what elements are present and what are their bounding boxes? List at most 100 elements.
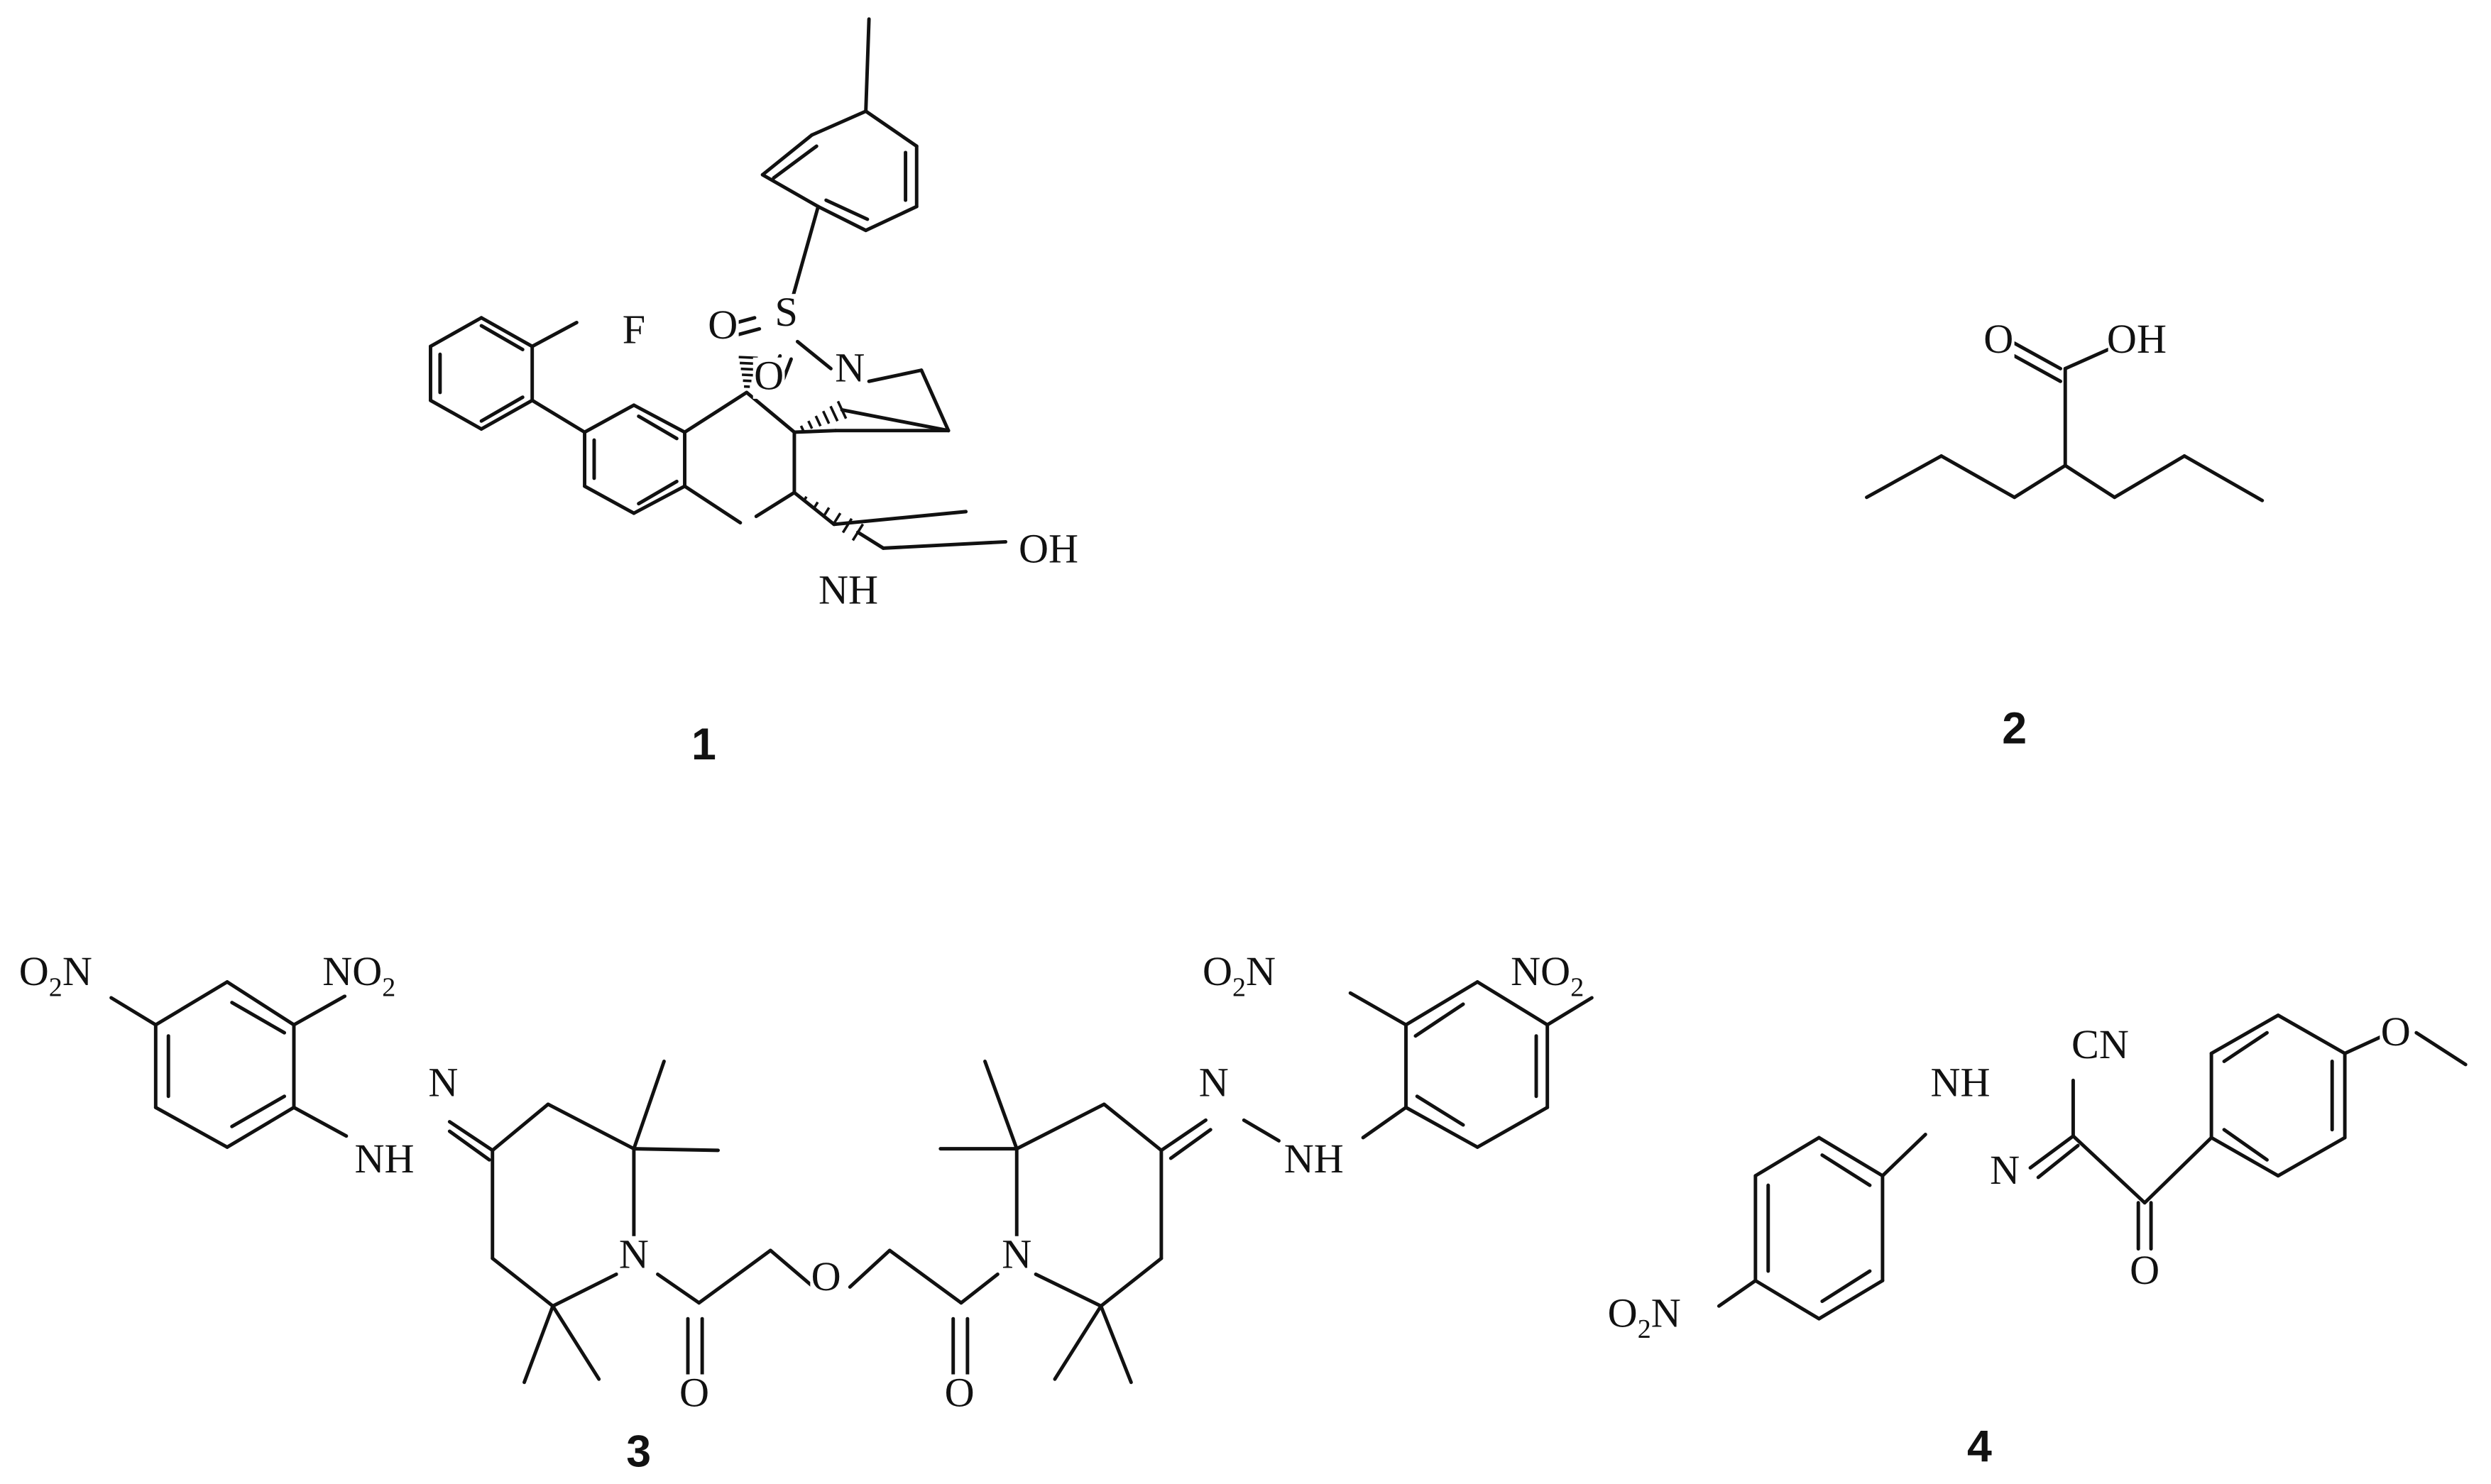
bond-line — [1168, 1128, 1212, 1160]
bond-line — [637, 479, 679, 506]
atom-label-mask — [706, 307, 739, 348]
bond-line — [1753, 1278, 1821, 1321]
bond-line — [1159, 1118, 1208, 1153]
bond-line — [959, 1273, 1000, 1305]
bond-line — [632, 1060, 666, 1151]
bond-line — [2013, 354, 2062, 383]
bond-line — [292, 1105, 349, 1138]
bond-line — [1415, 1094, 1465, 1127]
bond-line — [754, 490, 796, 519]
bond-line — [530, 398, 587, 434]
atom-label-mask — [752, 357, 785, 399]
bond-line — [2071, 1134, 2147, 1205]
hashed-wedge-stroke — [841, 517, 853, 534]
atom-label-mask — [1608, 1295, 1681, 1336]
atom-label: N — [428, 1060, 458, 1106]
bond-line — [491, 1102, 550, 1153]
bond-line — [1404, 1105, 1479, 1149]
bond-line — [1014, 1102, 1106, 1151]
bond-line — [1099, 1256, 1164, 1308]
bond-line — [1034, 1273, 1103, 1308]
hashed-wedge-stroke — [740, 367, 755, 371]
bond-line — [832, 510, 968, 527]
bond-line — [2276, 1136, 2347, 1178]
hashed-wedge-stroke — [802, 495, 808, 502]
atom-label-mask — [1982, 321, 2015, 363]
atom-label-mask — [618, 311, 650, 353]
atom-label-mask — [678, 1374, 711, 1416]
bond-line — [2276, 1013, 2347, 1055]
atom-label: NH — [819, 567, 878, 613]
bond-line — [683, 484, 743, 525]
compound-4-structure — [1717, 1013, 2468, 1321]
atom-label: CN — [2071, 1021, 2129, 1067]
atom-label: NO2 — [1511, 948, 1584, 1003]
bond-line — [429, 316, 483, 348]
bond-line — [230, 1001, 287, 1035]
atom-label: S — [775, 289, 798, 335]
bond-line — [479, 395, 525, 423]
atom-label: O — [811, 1253, 841, 1299]
bond-line — [2222, 1128, 2269, 1162]
atom-label: O — [2381, 1008, 2411, 1055]
atom-label: O — [708, 302, 738, 348]
atom-label: NH — [1284, 1136, 1344, 1182]
atom-label: OH — [1019, 526, 1078, 572]
compound-2-structure — [1865, 341, 2265, 502]
atom-label-mask — [1000, 1236, 1033, 1277]
bond-line — [292, 994, 347, 1027]
atom-label-mask — [1019, 530, 1078, 572]
bond-line — [153, 980, 229, 1027]
bond-line — [2209, 1136, 2280, 1178]
bond-line — [745, 390, 796, 434]
bond-line — [1865, 454, 1944, 500]
atom-label-mask — [356, 1141, 413, 1182]
bond-line — [546, 1102, 636, 1151]
hashed-wedge-stroke — [814, 415, 822, 427]
bond-line — [867, 368, 924, 383]
bond-line — [887, 1248, 963, 1305]
atom-label: N — [835, 344, 865, 390]
atom-label: O — [945, 1369, 975, 1415]
bond-line — [491, 1256, 555, 1308]
atom-label: N — [619, 1231, 649, 1277]
bond-line — [479, 316, 535, 348]
bond-line — [1053, 1304, 1103, 1381]
bond-line — [791, 204, 820, 299]
compound-label-3: 3 — [626, 1427, 651, 1476]
bond-line — [656, 1273, 701, 1305]
bond-line — [2036, 1143, 2080, 1180]
atom-label-mask — [770, 294, 803, 336]
bond-line — [1880, 1133, 1927, 1178]
bond-line — [447, 1129, 491, 1162]
atom-label: O2N — [1203, 948, 1276, 1003]
bond-line — [225, 980, 296, 1027]
bond-line — [479, 398, 535, 431]
bond-line — [1348, 991, 1408, 1027]
atom-label-mask — [2071, 1026, 2129, 1068]
bond-line — [109, 996, 158, 1027]
bond-line — [2222, 1030, 2269, 1063]
bond-line — [1242, 1118, 1281, 1143]
atom-label: O — [754, 352, 784, 398]
atom-label-mask — [943, 1374, 976, 1416]
bond-line — [2063, 463, 2117, 500]
bond-line — [632, 1147, 720, 1153]
compound-label-1: 1 — [691, 720, 716, 769]
atom-label: O — [2130, 1247, 2159, 1293]
hashed-wedge-stroke — [829, 405, 839, 422]
hashed-wedge-stroke — [799, 425, 805, 432]
hashed-wedge-stroke — [851, 523, 865, 542]
bond-line — [637, 414, 679, 441]
bond-line — [1361, 1105, 1408, 1140]
bond-line — [768, 1248, 816, 1289]
bond-line — [230, 1094, 287, 1128]
atom-label: O2N — [19, 948, 92, 1003]
bond-line — [792, 429, 838, 434]
atom-label-mask — [1988, 1152, 2021, 1194]
atom-label: F — [623, 307, 645, 353]
